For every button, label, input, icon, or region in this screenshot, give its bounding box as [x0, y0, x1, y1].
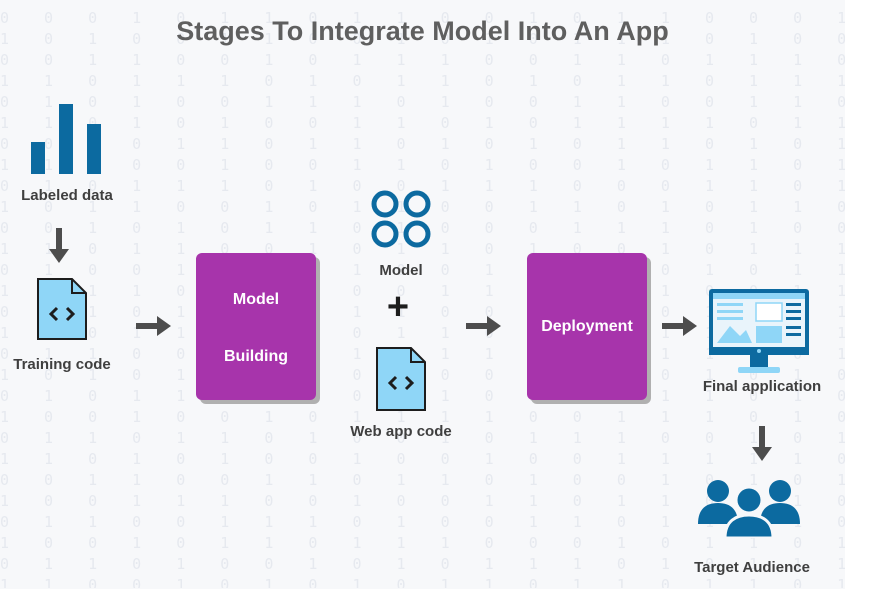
labeled-data-label: Labeled data — [21, 187, 113, 204]
arrow-down-icon — [49, 228, 69, 263]
final-application-label: Final application — [702, 378, 822, 395]
training-code-label: Training code — [13, 356, 111, 373]
model-building-stage: Model Building — [196, 253, 316, 400]
deployment-label: Deployment — [541, 318, 633, 335]
diagram-panel: 0 0 0 1 0 1 1 0 1 1 0 0 1 0 1 1 0 0 0 1 … — [0, 9, 845, 588]
model-circles-icon — [371, 190, 431, 248]
bar-chart-icon — [31, 104, 101, 174]
user-group-icon — [698, 480, 800, 538]
arrow-right-icon — [466, 316, 501, 336]
code-file-icon — [376, 347, 426, 411]
arrow-down-icon — [752, 426, 772, 461]
web-app-code-label: Web app code — [350, 423, 452, 440]
plus-sign: + — [386, 286, 410, 328]
model-building-line-2: Building — [224, 348, 288, 365]
deployment-stage: Deployment — [527, 253, 647, 400]
arrow-right-icon — [662, 316, 697, 336]
code-file-icon — [37, 278, 87, 340]
model-building-line-1: Model — [232, 291, 280, 308]
model-label: Model — [379, 262, 423, 279]
target-audience-label: Target Audience — [694, 559, 810, 576]
diagram-title: Stages To Integrate Model Into An App — [176, 16, 669, 46]
arrow-right-icon — [136, 316, 171, 336]
desktop-monitor-icon — [709, 289, 809, 373]
